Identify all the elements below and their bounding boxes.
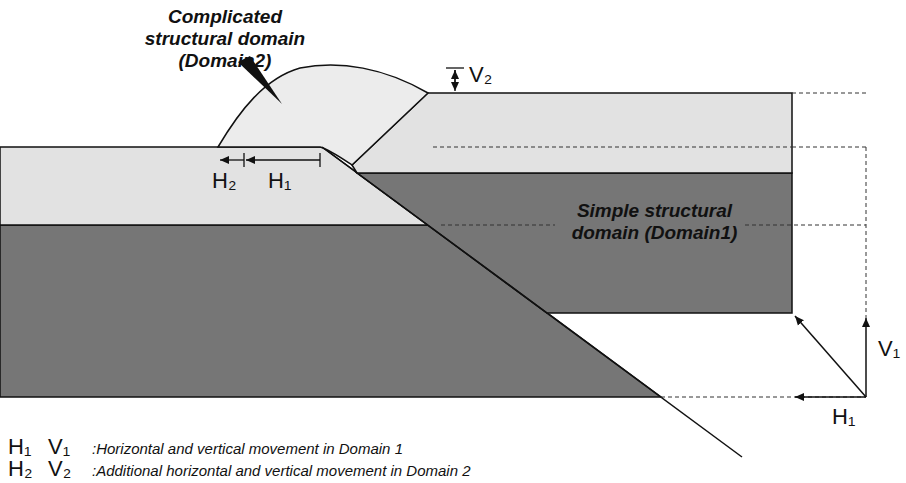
h-arrows: [220, 153, 320, 167]
hangingwall-lower-layer: [357, 173, 792, 313]
legend-text: :Horizontal and vertical movement in Dom…: [92, 440, 403, 457]
complicated-domain: [218, 65, 428, 165]
dashed-guides: [433, 93, 866, 397]
movement-arrows: [795, 316, 866, 397]
legend-symbol: V₂: [48, 456, 71, 481]
domain-heading: Complicated structural domain (Domain2): [130, 6, 320, 72]
domain-heading: Simple structural domain (Domain1): [565, 200, 744, 244]
fault-line: [322, 147, 742, 457]
movement-symbol: H₁: [832, 404, 855, 429]
legend-symbol: V₁: [48, 434, 70, 459]
movement-symbol: H₁: [268, 168, 291, 193]
v2-marker: [446, 68, 464, 91]
movement-symbol: V₁: [878, 336, 900, 361]
hangingwall-upper-layer: [352, 93, 792, 173]
legend-text: :Additional horizontal and vertical move…: [92, 462, 471, 479]
movement-symbol: V₂: [469, 62, 492, 87]
legend-symbol: H₁: [8, 434, 31, 459]
movement-symbol: H₂: [212, 168, 236, 193]
legend-symbol: H₂: [8, 456, 32, 481]
